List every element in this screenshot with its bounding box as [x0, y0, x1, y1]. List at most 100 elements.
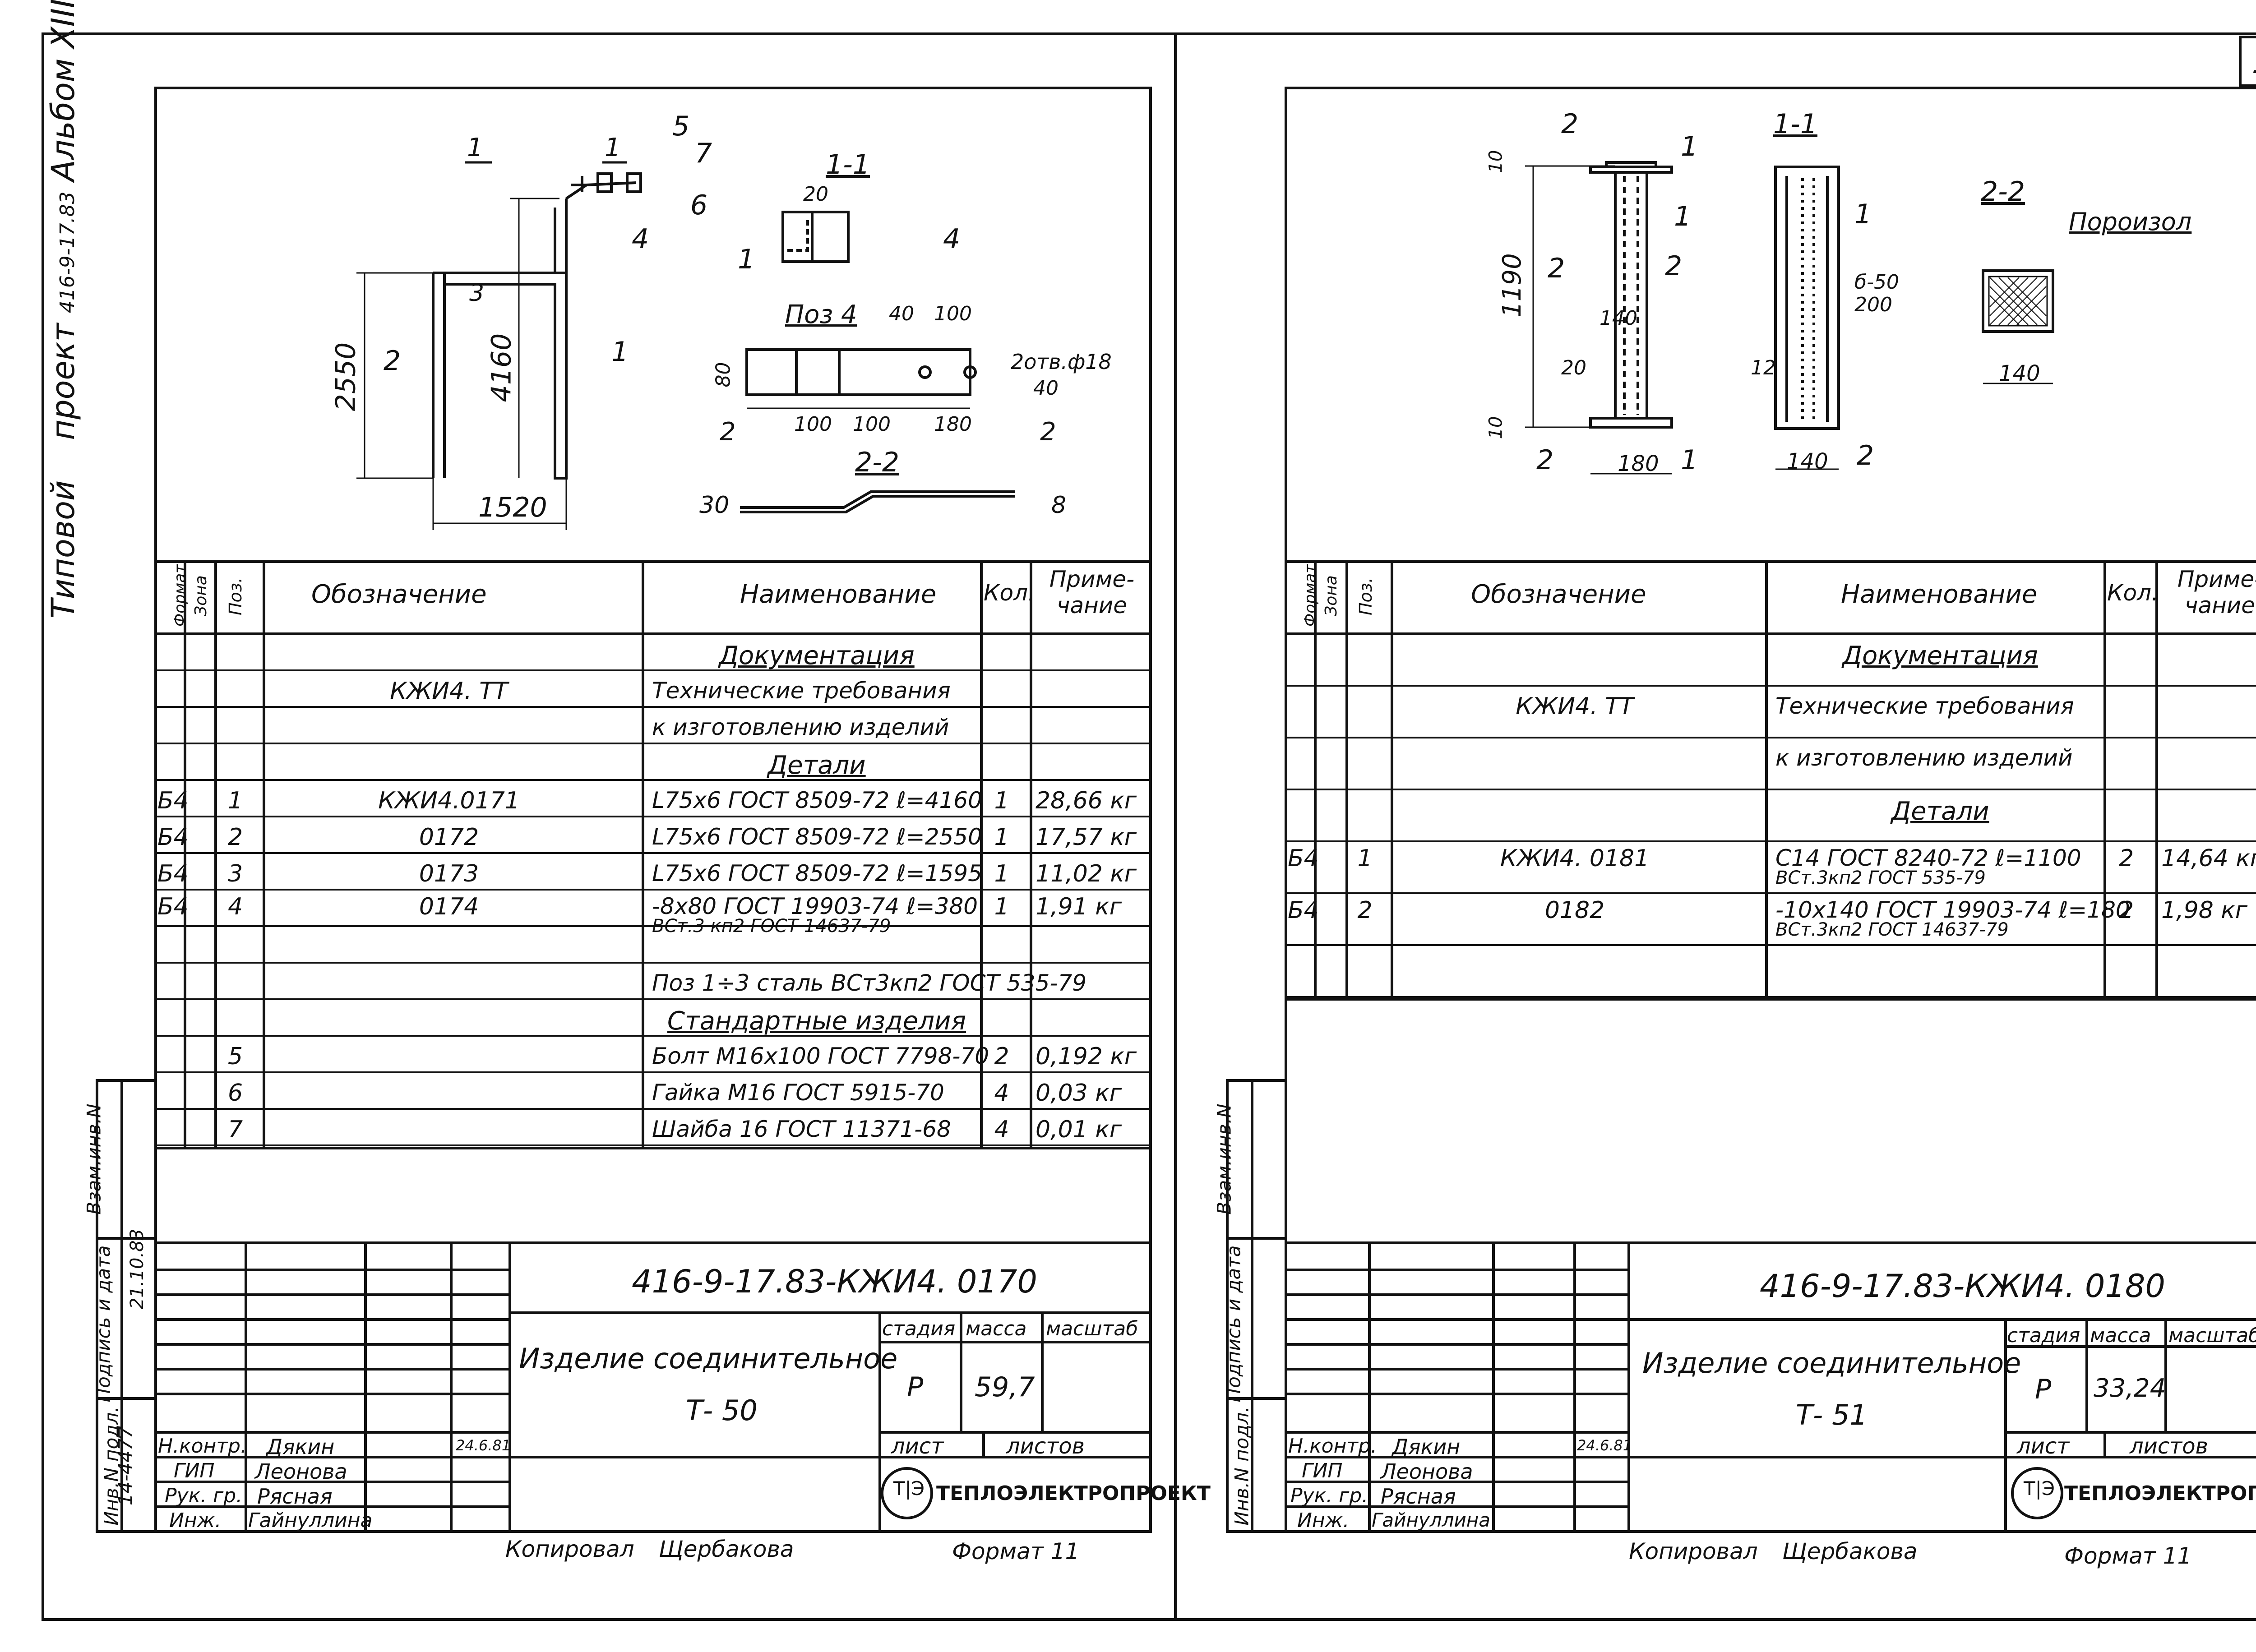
- table-cell-poz: 6: [227, 1080, 243, 1107]
- r-dim-12: 12: [1751, 356, 1776, 379]
- poz4-dim-80: 80: [712, 362, 735, 388]
- table-cell-prim: 1,98 кг: [2161, 897, 2248, 924]
- side-stamp-left-podpis: Подпись и дата: [92, 1245, 115, 1403]
- table-cell-obozn: КЖИ4.0171: [378, 787, 520, 814]
- hdr-primechanie: Приме-чание: [1049, 566, 1135, 618]
- role-2: Рук. гр.: [1290, 1484, 1368, 1507]
- massa-value: 33,24: [2094, 1374, 2166, 1403]
- table-cell-prim: 0,03 кг: [1036, 1080, 1122, 1107]
- table-cell-poz: 5: [227, 1043, 243, 1070]
- section-1-1-title: 1-1: [826, 149, 870, 180]
- name-2: Рясная: [1381, 1484, 1456, 1509]
- org-logo-letters: Т|Э: [2024, 1477, 2055, 1500]
- table-cell-kol: 1: [994, 787, 1009, 814]
- hdr-kol: Кол.: [2107, 580, 2159, 606]
- r-section-2-2: 2-2: [1981, 176, 2025, 208]
- hdr-naimenovanie: Наименование: [1841, 580, 2038, 609]
- label-3: 3: [469, 280, 485, 307]
- side-stamp-right-podpis: Подпись и дата: [1222, 1245, 1245, 1403]
- hdr-primechanie: Приме-чание: [2177, 566, 2256, 618]
- label-1: 1: [611, 336, 629, 368]
- hdr-poz: Поз.: [226, 577, 246, 616]
- masshtab-label: масштаб: [1046, 1317, 1138, 1340]
- side-stamp-left-vzam: Взам.инв.N: [83, 1103, 105, 1215]
- name-3: Гайнуллина: [248, 1509, 373, 1532]
- table-cell-kol: 1: [994, 860, 1009, 887]
- sheet-number: 14: [2251, 40, 2256, 82]
- table-cell-kol: 2: [994, 1043, 1009, 1070]
- table-cell-fmt: Б4: [157, 893, 189, 920]
- table-cell-fmt: Б4: [1288, 897, 1319, 924]
- dim-2550: 2550: [330, 342, 362, 411]
- r-sec11-140: 140: [1787, 449, 1828, 474]
- table-cell-kol: 4: [994, 1116, 1009, 1143]
- massa-label: масса: [966, 1317, 1027, 1340]
- role-0: Н.контр.: [1288, 1435, 1377, 1458]
- table-cell-obozn: 0174: [419, 893, 479, 920]
- hdr-format: Формат: [1301, 564, 1319, 627]
- table-cell-obozn: КЖИ4. ТТ: [390, 678, 508, 705]
- table-cell-naim: L75x6 ГОСТ 8509-72 ℓ=2550: [652, 824, 982, 850]
- copied-name: Щербакова: [1782, 1538, 1918, 1564]
- role-1: ГИП: [174, 1459, 215, 1482]
- role-2: Рук. гр.: [165, 1484, 243, 1507]
- table-cell-kol: 1: [994, 824, 1009, 851]
- role-1: ГИП: [1302, 1459, 1343, 1482]
- item-name: Изделие соединительное: [519, 1342, 898, 1375]
- hdr-zona: Зона: [191, 575, 210, 616]
- table-cell-poz: 2: [227, 824, 243, 851]
- hdr-kol: Кол.: [984, 580, 1035, 606]
- copied-label: Копировал: [1629, 1538, 1758, 1564]
- r-dim-180: 180: [1618, 451, 1659, 476]
- format-label: Формат 11: [2064, 1543, 2192, 1569]
- poz4-dim-100a: 100: [794, 413, 832, 436]
- table-cell-naim: к изготовлению изделий: [1775, 745, 2073, 771]
- table-cell-naim-line2: ВСт.3 кп2 ГОСТ 14637-79: [652, 916, 891, 937]
- masshtab-label: масштаб: [2168, 1324, 2256, 1347]
- r-mark-1-c: 1: [1681, 444, 1698, 476]
- r-mark-2-left: 2: [1548, 253, 1565, 284]
- table-cell-naim: L75x6 ГОСТ 8509-72 ℓ=1595: [652, 860, 982, 886]
- stadia-label: стадия: [2007, 1324, 2080, 1347]
- table-cell-naim: Стандартные изделия: [667, 1006, 966, 1036]
- table-cell-naim: -10x140 ГОСТ 19903-74 ℓ=180: [1775, 897, 2130, 923]
- sec22-dim-30: 30: [699, 492, 730, 519]
- table-cell-naim-line2: ВСт.3кп2 ГОСТ 14637-79: [1775, 919, 2009, 940]
- table-cell-obozn: 0182: [1544, 897, 1605, 924]
- doc-code: 416-9-17.83-КЖИ4. 0170: [632, 1263, 1037, 1300]
- table-cell-prim: 17,57 кг: [1036, 824, 1137, 851]
- org-logo-letters: Т|Э: [893, 1477, 925, 1500]
- side-stamp-left-date: 21.10.83: [127, 1228, 148, 1310]
- table-cell-kol: 2: [2118, 845, 2134, 872]
- r-sec11-2: 2: [1857, 440, 1874, 471]
- stadia-value: Р: [907, 1371, 924, 1403]
- poz4-holes: 2отв.ф18: [1011, 350, 1112, 374]
- item-mark: Т- 50: [686, 1394, 758, 1427]
- stadia-label: стадия: [882, 1317, 956, 1340]
- table-cell-naim: L75x6 ГОСТ 8509-72 ℓ=4160: [652, 787, 982, 813]
- table-cell-fmt: Б4: [157, 824, 189, 851]
- table-cell-poz: 4: [227, 893, 243, 920]
- sec11-label-1: 1: [738, 244, 755, 275]
- dim-4160: 4160: [485, 333, 518, 402]
- org-name: ТЕПЛОЭЛЕКТРОПРОЕКТ: [2064, 1482, 2256, 1505]
- sec11-label-4: 4: [943, 223, 961, 255]
- table-cell-naim: Поз 1÷3 сталь ВСт3кп2 ГОСТ 535-79: [652, 970, 1087, 996]
- r-sec22-140: 140: [1999, 361, 2040, 386]
- name-1: Леонова: [1381, 1459, 1473, 1484]
- hdr-oboznachenie: Обозначение: [311, 580, 487, 609]
- massa-value: 59,7: [975, 1371, 1035, 1403]
- name-0: Дякин: [1392, 1435, 1461, 1459]
- table-cell-naim: Технические требования: [652, 678, 951, 704]
- label-5: 5: [672, 111, 690, 142]
- doc-code: 416-9-17.83-КЖИ4. 0180: [1760, 1268, 2165, 1305]
- table-cell-prim: 28,66 кг: [1036, 787, 1137, 814]
- table-cell-naim: к изготовлению изделий: [652, 714, 949, 740]
- table-cell-poz: 7: [227, 1116, 243, 1143]
- listov-label: листов: [2130, 1434, 2208, 1459]
- stadia-value: Р: [2035, 1374, 2052, 1405]
- table-cell-prim: 1,91 кг: [1036, 893, 1122, 920]
- r-mark-2-bottom: 2: [1536, 444, 1554, 476]
- r-section-1-1: 1-1: [1773, 108, 1817, 140]
